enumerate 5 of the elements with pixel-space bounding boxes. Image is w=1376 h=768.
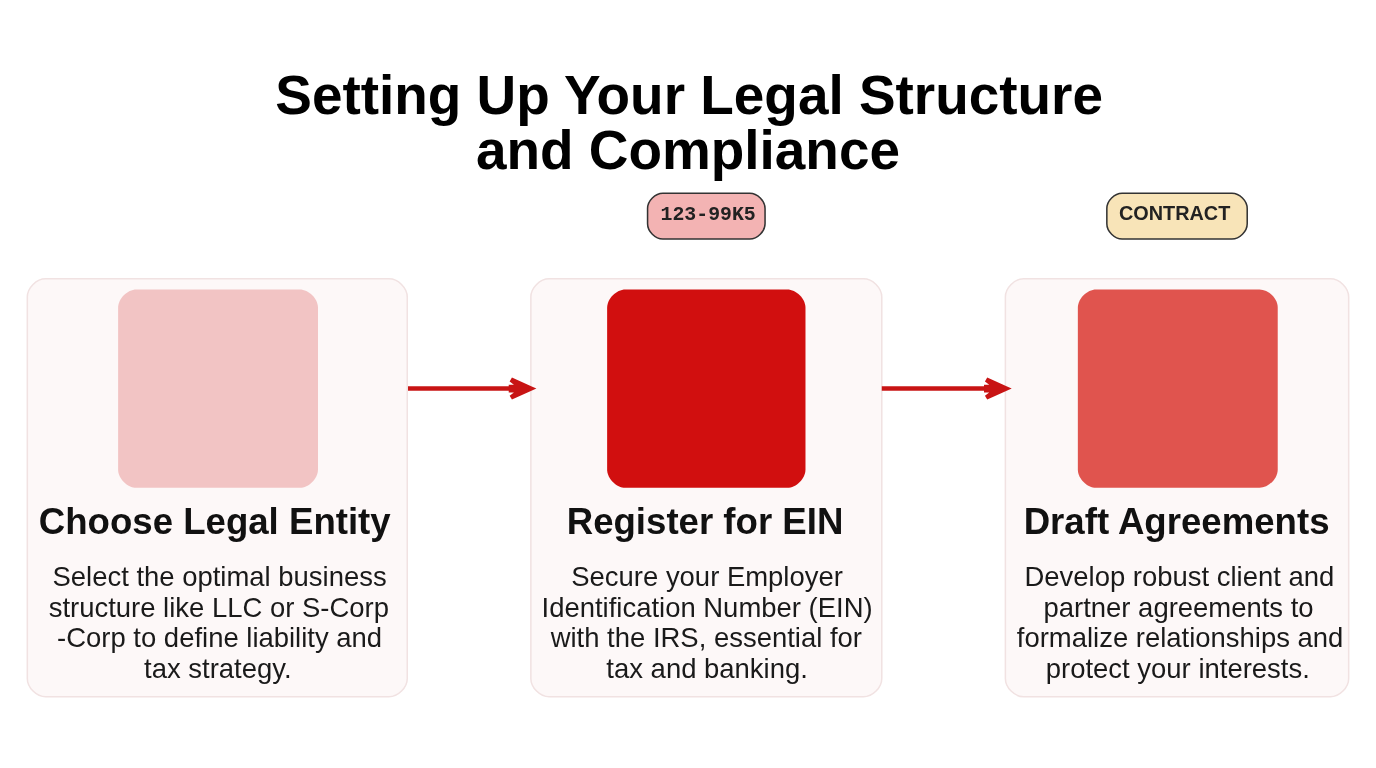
diagram-title: Setting Up Your Legal Structure and Compliance — [275, 63, 1104, 181]
label: 123-99K5 — [660, 202, 756, 226]
label: CONTRACT — [1119, 201, 1231, 224]
arrow — [881, 377, 1009, 400]
arrow — [408, 377, 534, 400]
